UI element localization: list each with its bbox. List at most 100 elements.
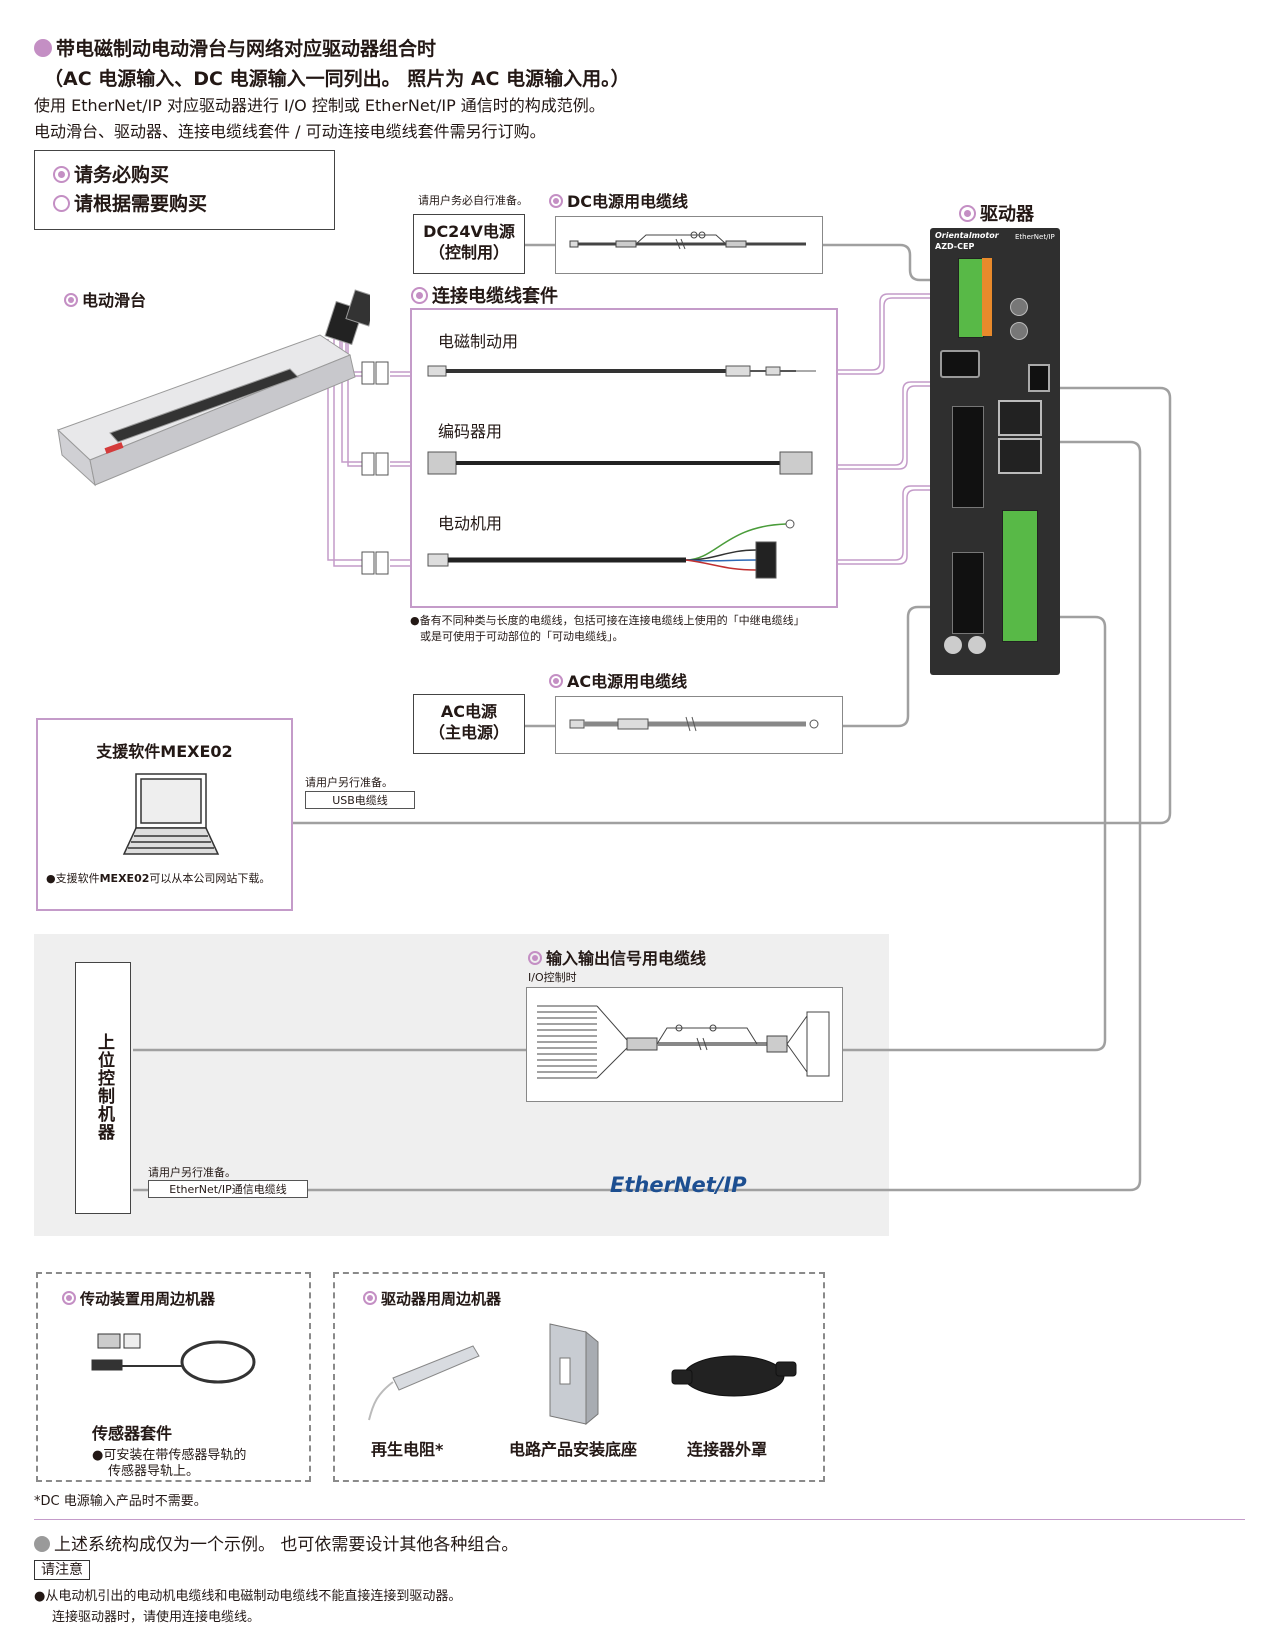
ethernet-port-1 [998, 400, 1042, 436]
ethernet-cable-label: EtherNet/IP通信电缆线 [148, 1180, 308, 1198]
electric-slider-image [57, 289, 370, 487]
ac-cable-label: AC电源用电缆线 [549, 668, 687, 692]
ip-address-switch[interactable] [1010, 298, 1028, 316]
page-subtitle: （AC 电源输入、DC 电源输入一同列出。 照片为 AC 电源输入用。） [44, 68, 630, 90]
description-line-1: 使用 EtherNet/IP 对应驱动器进行 I/O 控制或 EtherNet/… [34, 96, 605, 115]
regenerative-resistor-label: 再生电阻* [371, 1440, 444, 1459]
legend-box: 请务必购买 请根据需要购买 [34, 150, 335, 230]
sensor-kit-note-2: 传感器导轨上。 [108, 1464, 200, 1479]
encoder-cable-icon [427, 451, 813, 475]
required-marker-icon [411, 287, 428, 304]
dc-power-note: 请用户务必自行准备。 [418, 194, 528, 207]
brake-cable-label: 电磁制动用 [438, 332, 519, 351]
footer-summary: 上述系统构成仅为一个示例。 也可依需要设计其他各种组合。 [34, 1530, 518, 1555]
required-marker-icon [959, 205, 976, 222]
legend-required: 请务必购买 [53, 160, 169, 187]
ground-screw-2 [968, 636, 986, 654]
cn7-io-terminal [1002, 510, 1038, 642]
brake-cable-icon [427, 365, 816, 377]
driver-peripherals-title: 驱动器用周边机器 [363, 1288, 501, 1309]
footer-divider [34, 1519, 1245, 1520]
sensor-kit-label: 传感器套件 [92, 1424, 173, 1443]
cn1-terminal-lever [982, 258, 992, 336]
cn4-power-connector [952, 552, 984, 634]
connector-cover-label: 连接器外罩 [687, 1440, 768, 1459]
usb-port [1028, 364, 1050, 392]
required-marker-icon [53, 166, 70, 183]
connector-cover-image [671, 1355, 797, 1397]
io-cable-label: 输入输出信号用电缆线 [528, 945, 706, 969]
sensor-kit-note-1: ●可安装在带传感器导轨的 [92, 1448, 247, 1463]
cn1-terminal [958, 258, 984, 338]
mounting-plate-image [549, 1323, 599, 1426]
bullet-dot-icon [34, 1536, 50, 1552]
ip-address-switch-2[interactable] [1010, 322, 1028, 340]
usb-line [293, 386, 1172, 825]
host-controller-label: 上位控制机器 [94, 1033, 114, 1141]
ethernet-line [133, 440, 1142, 1192]
usb-note: 请用户另行准备。 [305, 776, 393, 789]
optional-marker-icon [528, 951, 542, 965]
optional-marker-icon [53, 195, 70, 212]
driver-label: 驱动器 [959, 200, 1034, 226]
optional-marker-icon [363, 1291, 377, 1305]
actuator-peripherals-box: 传动装置用周边机器 传感器套件 ●可安装在带传感器导轨的 传感器导轨上。 [36, 1272, 311, 1482]
io-cable-sub: I/O控制时 [528, 971, 577, 984]
bullet-dot-icon [34, 39, 52, 57]
cable-kit-label: 连接电缆线套件 [411, 282, 558, 308]
ethernet-note: 请用户另行准备。 [148, 1166, 236, 1179]
io-cable-image-box [526, 987, 843, 1102]
mounting-plate-label: 电路产品安装底座 [509, 1440, 638, 1459]
cable-kit-box: 电磁制动用 编码器用 电动机用 [410, 308, 838, 608]
cn2-encoder-connector [940, 350, 980, 378]
driver-model: AZD-CEP [935, 242, 975, 251]
cable-kit-note-2: 或是可使用于可动部位的「可动电缆线」。 [420, 630, 624, 643]
description-line-2: 电动滑台、驱动器、连接电缆线套件 / 可动连接电缆线套件需另行订购。 [34, 122, 546, 141]
caution-label: 请注意 [34, 1560, 90, 1580]
io-line [133, 615, 1107, 1052]
motor-cable-icon [427, 519, 795, 579]
driver-network: EtherNet/IP [1015, 233, 1055, 241]
legend-optional: 请根据需要购买 [53, 189, 207, 216]
ethernet-ip-logo: EtherNet/IP [610, 1173, 747, 1197]
motor-cable-label: 电动机用 [438, 514, 503, 533]
dc-cable-label: DC电源用电缆线 [549, 188, 688, 212]
driver-brand: Orientalmotor [935, 231, 999, 240]
software-box: 支援软件MEXE02 ●支援软件MEXE02可以从本公司网站下载。 [36, 718, 293, 911]
sensor-kit-image [91, 1333, 256, 1384]
software-title: 支援软件MEXE02 [96, 742, 233, 761]
io-cable-icon [537, 1005, 830, 1079]
actuator-peripherals-title: 传动装置用周边机器 [62, 1288, 215, 1309]
ethernet-port-2 [998, 438, 1042, 474]
encoder-cable-label: 编码器用 [438, 422, 503, 441]
software-note: ●支援软件MEXE02可以从本公司网站下载。 [46, 872, 271, 885]
optional-marker-icon [549, 194, 563, 208]
dc-line [525, 243, 990, 282]
ac-power-box: AC电源 （主电源） [413, 694, 525, 754]
footnote: *DC 电源输入产品时不需要。 [34, 1494, 207, 1509]
laptop-icon [122, 773, 220, 855]
ac-power-line-1: AC电源 [440, 702, 498, 721]
optional-marker-icon [62, 1291, 76, 1305]
optional-marker-icon [549, 674, 563, 688]
caution-line-1: ●从电动机引出的电动机电缆线和电磁制动电缆线不能直接连接到驱动器。 [34, 1589, 462, 1604]
ac-cable-image-box [555, 696, 843, 754]
ac-line [525, 605, 985, 728]
usb-cable-label: USB电缆线 [305, 791, 415, 809]
dc-cable-image-box [555, 216, 823, 274]
dc-power-line-1: DC24V电源 [423, 222, 515, 241]
driver-unit: Orientalmotor AZD-CEP EtherNet/IP [930, 228, 1060, 675]
slider-label: 电动滑台 [64, 287, 146, 311]
ground-screw-1 [944, 636, 962, 654]
dc24v-power-box: DC24V电源 （控制用） [413, 214, 525, 274]
cn3-motor-connector [952, 406, 984, 508]
page-title: 带电磁制动电动滑台与网络对应驱动器组合时 [34, 34, 436, 61]
ac-cable-icon [569, 716, 819, 732]
caution-line-2: 连接驱动器时，请使用连接电缆线。 [52, 1610, 261, 1625]
dc-cable-icon [569, 231, 806, 250]
required-marker-icon [64, 293, 78, 307]
cable-kit-note-1: ●备有不同种类与长度的电缆线，包括可接在连接电缆线上使用的「中继电缆线」 [410, 614, 805, 627]
dc-power-line-2: （控制用） [428, 243, 509, 262]
host-controller-box: 上位控制机器 [75, 962, 131, 1214]
driver-peripherals-box: 驱动器用周边机器 再生电阻* 电路产品安装底座 连接器外罩 [333, 1272, 825, 1482]
